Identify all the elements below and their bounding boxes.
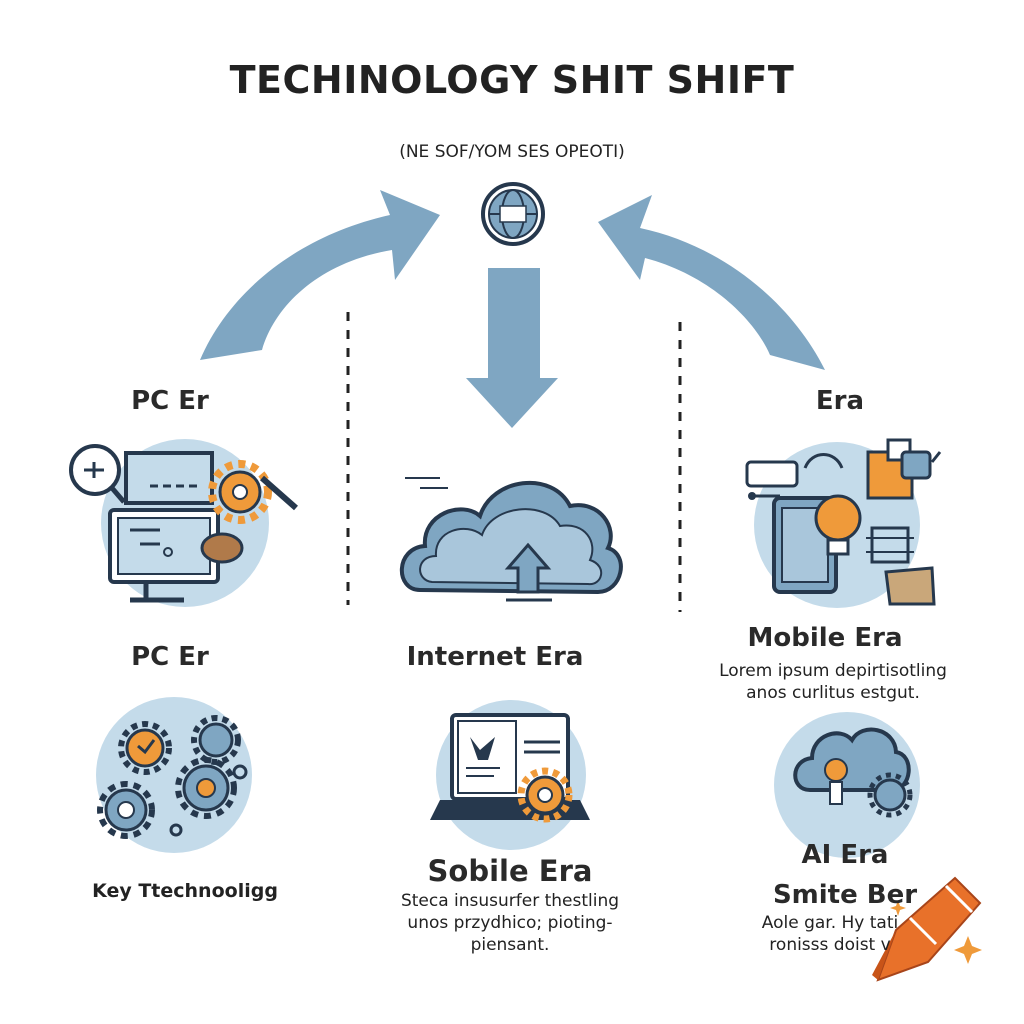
mobile-era-desc-2: anos curlitus estgut. bbox=[746, 683, 920, 703]
key-technologies-label: Key Ttechnooligg bbox=[92, 880, 278, 902]
globe-icon bbox=[481, 182, 545, 246]
curved-arrow-right bbox=[598, 195, 825, 370]
sobile-era-desc-2: unos przydhico; pioting- bbox=[407, 913, 613, 933]
page-subtitle: (NE SOF/YOM SES OPEOTI) bbox=[399, 142, 625, 162]
cloud-upload-icon bbox=[399, 477, 623, 602]
sobile-era-desc-3: piensant. bbox=[470, 935, 550, 955]
lightbulb-icon bbox=[814, 494, 862, 556]
crayon-logo bbox=[872, 876, 982, 982]
gear-icon bbox=[96, 697, 252, 853]
cloud-brain-icon bbox=[774, 712, 920, 858]
pc-era-label: PC Er bbox=[131, 642, 209, 672]
down-arrow bbox=[466, 268, 558, 428]
page-title: TECHINOLOGY SHIT SHIFT bbox=[229, 58, 795, 102]
top-right-era-label: Era bbox=[815, 386, 865, 416]
ai-era-label: AI Era bbox=[801, 840, 889, 870]
laptop-icon bbox=[430, 700, 590, 850]
mobile-era-label: Mobile Era bbox=[747, 623, 903, 653]
internet-era-label: Internet Era bbox=[406, 642, 584, 672]
mobile-era-desc-1: Lorem ipsum depirtisotling bbox=[719, 661, 947, 681]
ai-era-desc-2: ronisss doist v bbox=[769, 935, 891, 955]
computer-icon bbox=[69, 439, 298, 607]
sobile-era-label: Sobile Era bbox=[427, 854, 593, 888]
sobile-era-desc-1: Steca insusurfer thestling bbox=[400, 891, 620, 911]
smite-ber-label: Smite Ber bbox=[772, 880, 918, 910]
top-left-era-label: PC Er bbox=[131, 386, 209, 416]
curved-arrow-left bbox=[200, 190, 440, 360]
ai-era-desc-1: Aole gar. Hy tati bbox=[761, 913, 899, 933]
